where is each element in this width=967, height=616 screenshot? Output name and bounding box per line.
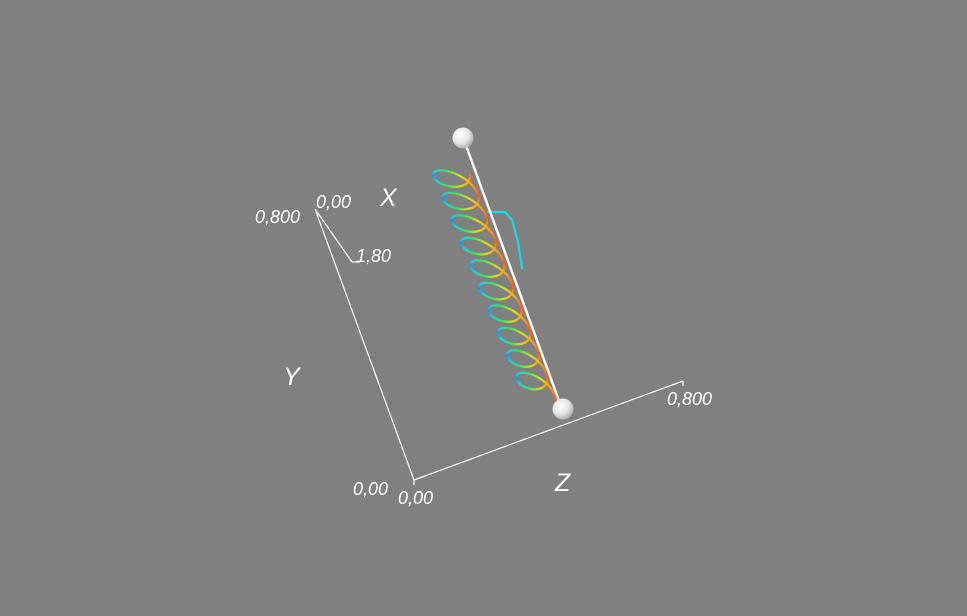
helix-branch-segment [510,218,520,244]
helix-series [431,169,558,402]
helix-spine-line [462,139,564,410]
x-axis-line [314,208,353,263]
helix-branch-segment [503,210,514,222]
bottom-sphere-marker[interactable] [552,398,574,420]
y-tick-max: 0,800 [255,207,300,227]
y-axis-line [314,208,415,481]
x-axis-title: X [379,184,398,212]
axis-frame [314,208,684,485]
y-axis-title: Y [283,363,302,391]
helix-segment [554,396,558,402]
z-axis-line [413,380,684,481]
top-sphere-marker[interactable] [452,127,474,149]
z-tick-max: 0,800 [667,389,712,409]
x-tick-min: 0,00 [316,192,351,212]
z-tick-min: 0,00 [398,488,433,508]
helix-branch-segment [516,240,524,270]
x-tick-max: 1,80 [356,246,391,266]
y-tick-min: 0,00 [353,479,388,499]
z-axis-title: Z [554,469,571,497]
